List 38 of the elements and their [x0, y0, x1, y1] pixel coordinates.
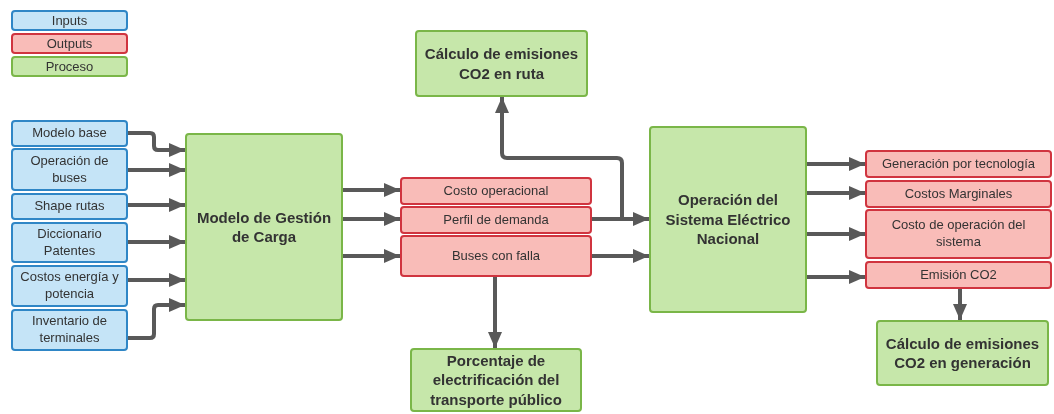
arrow: [807, 157, 865, 171]
arrow: [592, 249, 649, 263]
process-box: Operación del Sistema Eléctrico Nacional: [649, 126, 807, 313]
output-box: Buses con falla: [400, 235, 592, 277]
input-box: Modelo base: [11, 120, 128, 147]
legend-swatch: Outputs: [11, 33, 128, 54]
arrow: [128, 273, 185, 287]
input-box: Shape rutas: [11, 193, 128, 220]
arrow: [807, 270, 865, 284]
legend-swatch: Inputs: [11, 10, 128, 31]
arrow: [495, 97, 624, 221]
input-box: Operación de buses: [11, 148, 128, 191]
process-box: Porcentaje de electrificación del transporte público: [410, 348, 582, 412]
arrow: [807, 186, 865, 200]
arrow: [128, 198, 185, 212]
arrow: [343, 249, 400, 263]
input-box: Costos energía y potencia: [11, 265, 128, 307]
arrow: [343, 212, 400, 226]
arrow: [343, 183, 400, 197]
arrow: [807, 227, 865, 241]
output-box: Costo de operación del sistema: [865, 209, 1052, 259]
output-box: Emisión CO2: [865, 261, 1052, 289]
arrow: [128, 131, 185, 157]
output-box: Costos Marginales: [865, 180, 1052, 208]
output-box: Costo operacional: [400, 177, 592, 205]
process-box: Cálculo de emisiones CO2 en generación: [876, 320, 1049, 386]
legend-swatch: Proceso: [11, 56, 128, 77]
arrow: [128, 298, 185, 340]
output-box: Perfil de demanda: [400, 206, 592, 234]
process-box: Cálculo de emisiones CO2 en ruta: [415, 30, 588, 97]
process-box: Modelo de Gestión de Carga: [185, 133, 343, 321]
input-box: Inventario de terminales: [11, 309, 128, 351]
input-box: Diccionario Patentes: [11, 222, 128, 263]
arrow: [488, 277, 502, 348]
arrow: [953, 289, 967, 320]
arrow: [128, 235, 185, 249]
output-box: Generación por tecnología: [865, 150, 1052, 178]
arrow: [128, 163, 185, 177]
